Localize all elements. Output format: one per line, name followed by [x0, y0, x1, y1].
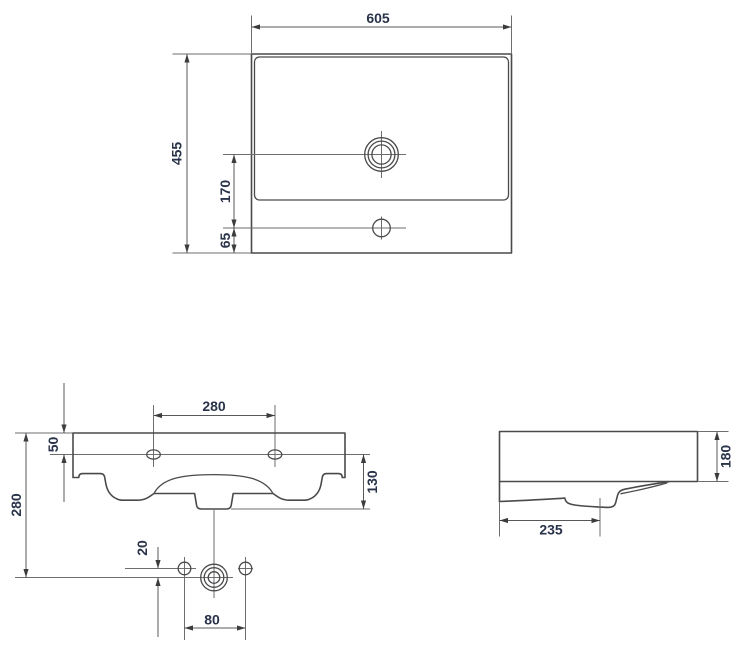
dim-label-front-to-trap: 235 [539, 522, 563, 538]
top-view: 605 455 170 65 [169, 10, 513, 254]
dim-label-tap-to-overflow: 170 [217, 180, 233, 204]
drain-middle-circle [203, 567, 225, 588]
drain-inner-circle [207, 571, 221, 584]
front-view: 280 50 280 130 20 [8, 383, 380, 640]
dim-label-depth: 455 [169, 142, 185, 166]
mount-hole-right [267, 449, 283, 460]
basin-inner-bowl-edge [253, 56, 510, 201]
dim-label-bolt-to-drain: 20 [134, 540, 150, 556]
basin-outer-rim [250, 53, 513, 254]
basin-underside-curve [498, 480, 670, 509]
dim-label-width: 605 [366, 10, 390, 26]
bolt-hole-left [177, 561, 192, 576]
dim-label-bolt-spacing: 80 [204, 612, 220, 628]
bowl-bulge-curve [153, 473, 274, 494]
tap-hole-middle-circle [367, 140, 396, 169]
basin-front-outline [72, 432, 346, 510]
dim-label-overflow-to-front: 65 [217, 233, 233, 249]
bowl-inner-edge-curve [620, 482, 668, 495]
bolt-hole-right [238, 561, 253, 576]
dim-label-total-height: 280 [8, 493, 24, 517]
mount-hole-left [146, 449, 161, 460]
tap-hole-outer-circle [364, 137, 399, 172]
side-view: 180 235 [498, 430, 734, 538]
dim-label-hole-spacing: 280 [202, 398, 226, 414]
overflow-hole-circle [372, 218, 391, 238]
drain-outer-circle [200, 563, 228, 592]
basin-side-body [498, 430, 699, 483]
dim-label-holes-to-bottom: 130 [364, 470, 380, 494]
dim-label-back-height: 180 [718, 445, 734, 469]
dim-label-top-to-holes: 50 [45, 437, 61, 453]
tap-hole-inner-circle [371, 144, 392, 165]
